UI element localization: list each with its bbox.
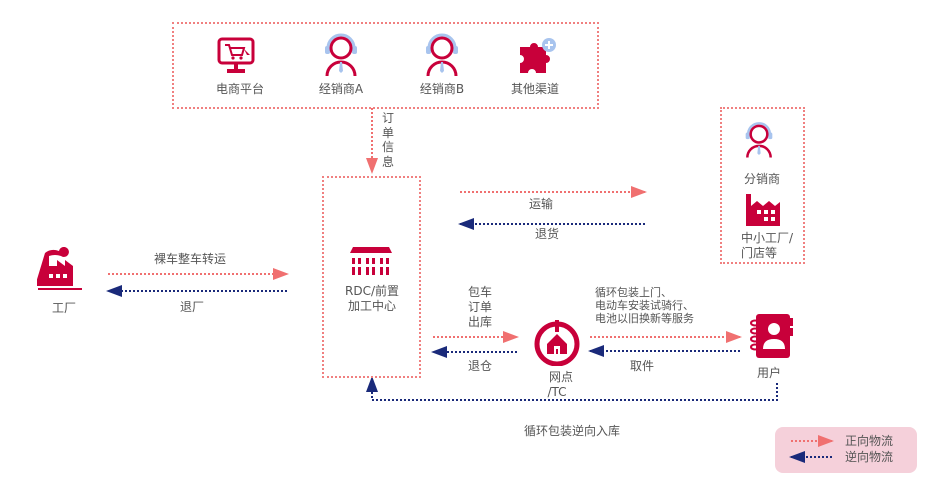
outlet-label-line2: /TC [547, 385, 567, 399]
small-factory-label-line2: 门店等 [741, 246, 778, 260]
factory-reverse-label: 退厂 [179, 300, 205, 314]
distributor-box [720, 107, 805, 264]
legend [775, 427, 917, 473]
order-info-label: 订单信息 [382, 111, 395, 169]
rdc-label-line2: 加工中心 [347, 299, 397, 313]
packaging-return-label: 循环包装逆向入库 [523, 424, 621, 438]
legend-reverse-label: 逆向物流 [845, 450, 894, 464]
warehouse-icon [350, 247, 392, 275]
channel-label: 其他渠道 [510, 82, 560, 96]
factory-icon [746, 194, 780, 226]
channel-label: 经销商A [318, 82, 364, 96]
outlet-label-line1: 网点 [548, 370, 574, 384]
headset-person-icon [426, 33, 458, 77]
factory-label: 工厂 [51, 301, 77, 315]
factory-forward-label: 裸车整车转运 [153, 252, 227, 266]
channel-label: 电商平台 [215, 82, 265, 96]
headset-person-icon [745, 122, 773, 158]
rdc-label-line1: RDC/前置 [344, 284, 400, 298]
return-goods-label: 退货 [534, 227, 560, 241]
pickup-label: 取件 [629, 359, 655, 373]
legend-forward-label: 正向物流 [845, 434, 894, 448]
headset-person-icon [325, 33, 357, 77]
service-label: 电动车安装试骑行、 [595, 299, 694, 312]
service-label: 循环包装上门、 [595, 286, 672, 299]
outlet-home-icon [534, 320, 580, 366]
transport-label: 运输 [528, 197, 554, 211]
outbound-label: 包车 [468, 285, 493, 299]
outbound-label: 订单 [468, 300, 493, 314]
small-factory-label-line1: 中小工厂/ [741, 231, 794, 245]
return-warehouse-label: 退仓 [468, 359, 493, 373]
rdc-box [322, 176, 421, 378]
puzzle-plus-icon [520, 38, 556, 73]
user-label: 用户 [756, 366, 782, 380]
outbound-label: 出库 [468, 315, 493, 329]
service-label: 电池以旧换新等服务 [595, 312, 694, 325]
factory-icon [37, 247, 82, 290]
distributor-label: 分销商 [743, 172, 781, 186]
packaging-return-arrow [366, 376, 778, 401]
shopping-cart-monitor-icon [217, 37, 255, 73]
contact-book-icon [750, 314, 793, 358]
sales-channels-box [172, 22, 599, 109]
channel-label: 经销商B [419, 82, 465, 96]
